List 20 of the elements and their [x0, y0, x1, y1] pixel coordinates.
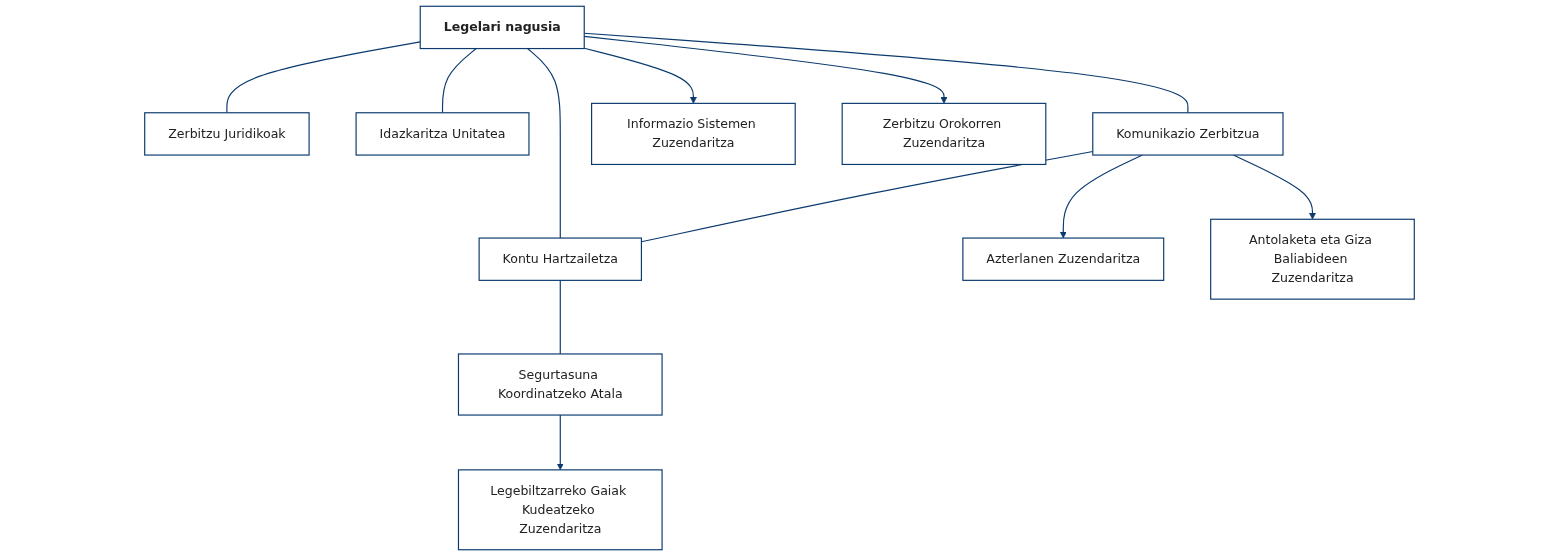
node-box: Legebiltzarreko Gaiak Kudeatzeko Zuzendaritza — [457, 469, 663, 551]
node-box: Idazkaritza Unitatea — [355, 112, 530, 156]
arrow — [583, 35, 948, 104]
node-box: Informazio Sistemen Zuzendaritza — [591, 102, 796, 166]
node-box: Azterlanen Zuzendaritza — [962, 237, 1165, 281]
node-box: Kontu Hartzailetza — [478, 237, 642, 281]
arrow — [583, 47, 697, 104]
connector — [583, 32, 1189, 114]
node-box: Legelari nagusia — [419, 5, 585, 50]
connector — [526, 47, 561, 239]
node-box: Antolaketa eta Giza Baliabideen Zuzendaritza — [1210, 218, 1415, 300]
arrow — [556, 414, 564, 471]
connector — [441, 47, 477, 114]
node-box: Komunikazio Zerbitzua — [1092, 112, 1284, 156]
node-box: Segurtasuna Koordinatzeko Atala — [457, 353, 663, 416]
node-box: Zerbitzu Orokorren Zuzendaritza — [841, 102, 1047, 166]
connector — [559, 279, 561, 355]
connector — [226, 41, 421, 114]
arrow — [1059, 154, 1143, 239]
node-box: Zerbitzu Juridikoak — [144, 112, 310, 156]
